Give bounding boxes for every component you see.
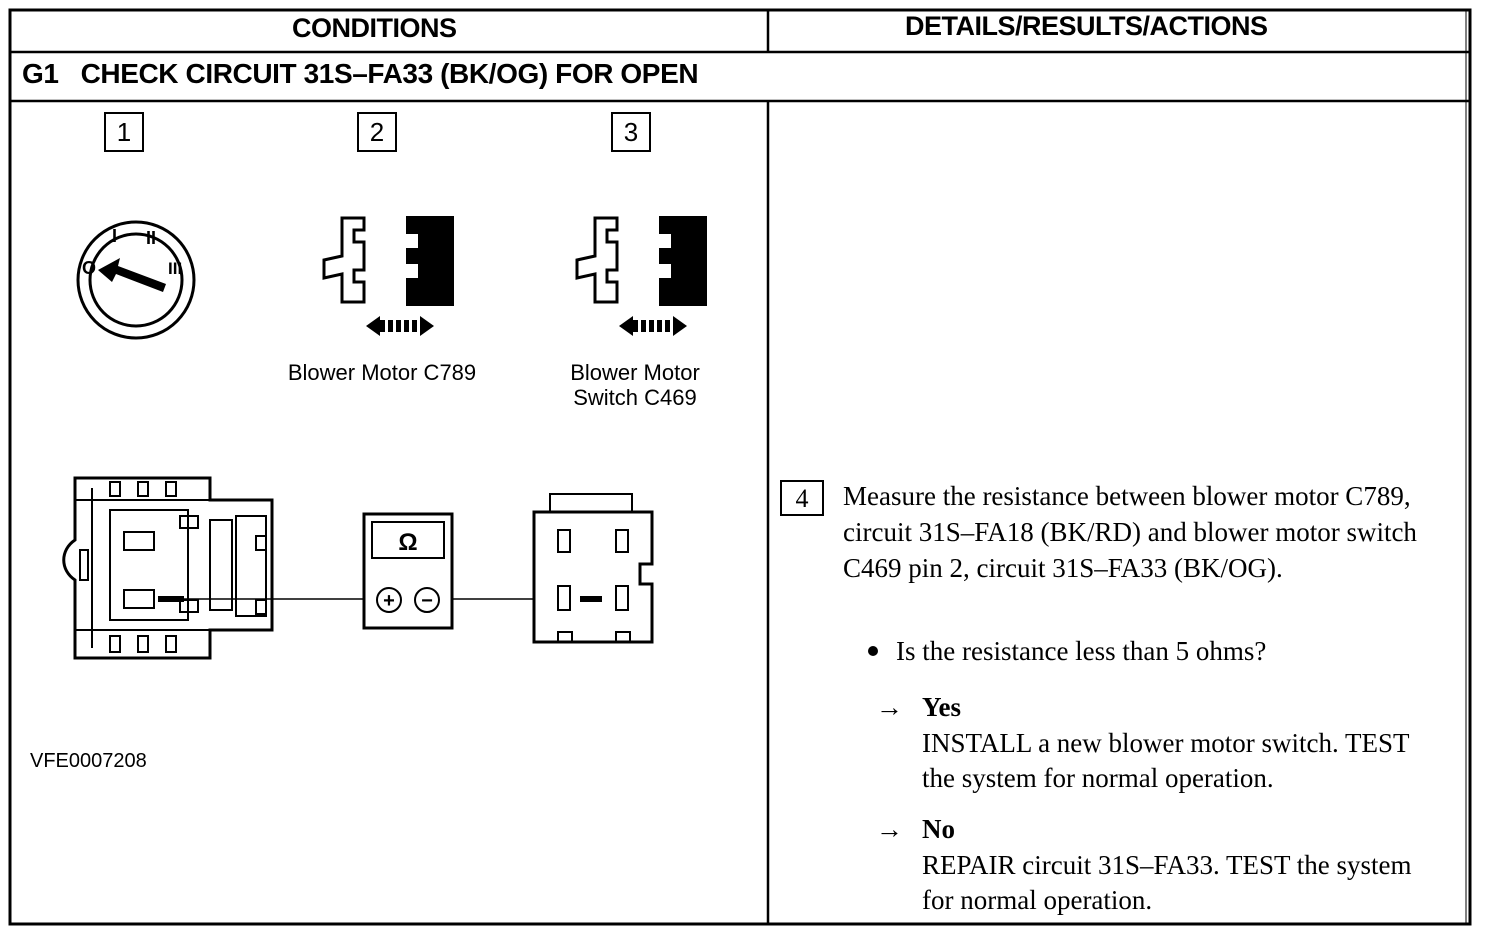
- measurement-diagram: Ω + −: [62, 476, 654, 660]
- caption-blower-motor: Blower Motor C789: [287, 360, 477, 385]
- blower-motor-connector: [62, 476, 274, 660]
- action-text: Measure the resistance between blower mo…: [843, 481, 1417, 583]
- ignition-pos-2: II: [146, 228, 156, 248]
- step-title-row: G1 CHECK CIRCUIT 31S–FA33 (BK/OG) FOR OPE…: [22, 58, 699, 90]
- ignition-switch-icon: O I II III: [76, 220, 196, 340]
- action-question: Is the resistance less than 5 ohms?: [868, 636, 1266, 667]
- caption-blower-switch: Blower Motor Switch C469: [540, 360, 730, 410]
- arrow-right-icon: →: [876, 814, 903, 844]
- blower-switch-connector: [532, 493, 654, 644]
- action-instructions: Measure the resistance between blower mo…: [843, 478, 1443, 586]
- step-title: CHECK CIRCUIT 31S–FA33 (BK/OG) FOR OPEN: [80, 58, 699, 89]
- caption-blower-switch-line2: Switch C469: [573, 385, 697, 410]
- details-header: DETAILS/RESULTS/ACTIONS: [905, 11, 1268, 41]
- ohmmeter: Ω + −: [362, 512, 454, 630]
- branch-yes-label: Yes: [922, 692, 961, 722]
- figure-id: VFE0007208: [30, 750, 147, 772]
- ohm-symbol: Ω: [398, 529, 417, 556]
- bullet-icon: [868, 645, 878, 656]
- connector-disconnect-icon: [322, 216, 454, 336]
- ignition-pos-1: I: [112, 226, 117, 246]
- action-step-number: 4: [780, 480, 824, 516]
- ignition-pos-0: O: [82, 258, 96, 278]
- step-number-1: 1: [104, 112, 144, 152]
- step-number-2: 2: [357, 112, 397, 152]
- question-text: Is the resistance less than 5 ohms?: [896, 636, 1267, 666]
- branch-no-label: No: [922, 814, 955, 844]
- meter-minus-terminal: −: [421, 590, 433, 612]
- arrow-right-icon: →: [876, 692, 903, 722]
- branch-yes-text: INSTALL a new blower motor switch. TEST …: [922, 728, 1410, 793]
- caption-blower-switch-line1: Blower Motor: [570, 360, 700, 385]
- connector-disconnect-icon: [575, 216, 707, 336]
- ignition-pos-3: III: [168, 259, 182, 278]
- conditions-header: CONDITIONS: [292, 13, 457, 43]
- branch-no-text: REPAIR circuit 31S–FA33. TEST the system…: [922, 850, 1412, 915]
- step-number-3: 3: [611, 112, 651, 152]
- meter-plus-terminal: +: [383, 590, 395, 612]
- step-code: G1: [22, 58, 59, 89]
